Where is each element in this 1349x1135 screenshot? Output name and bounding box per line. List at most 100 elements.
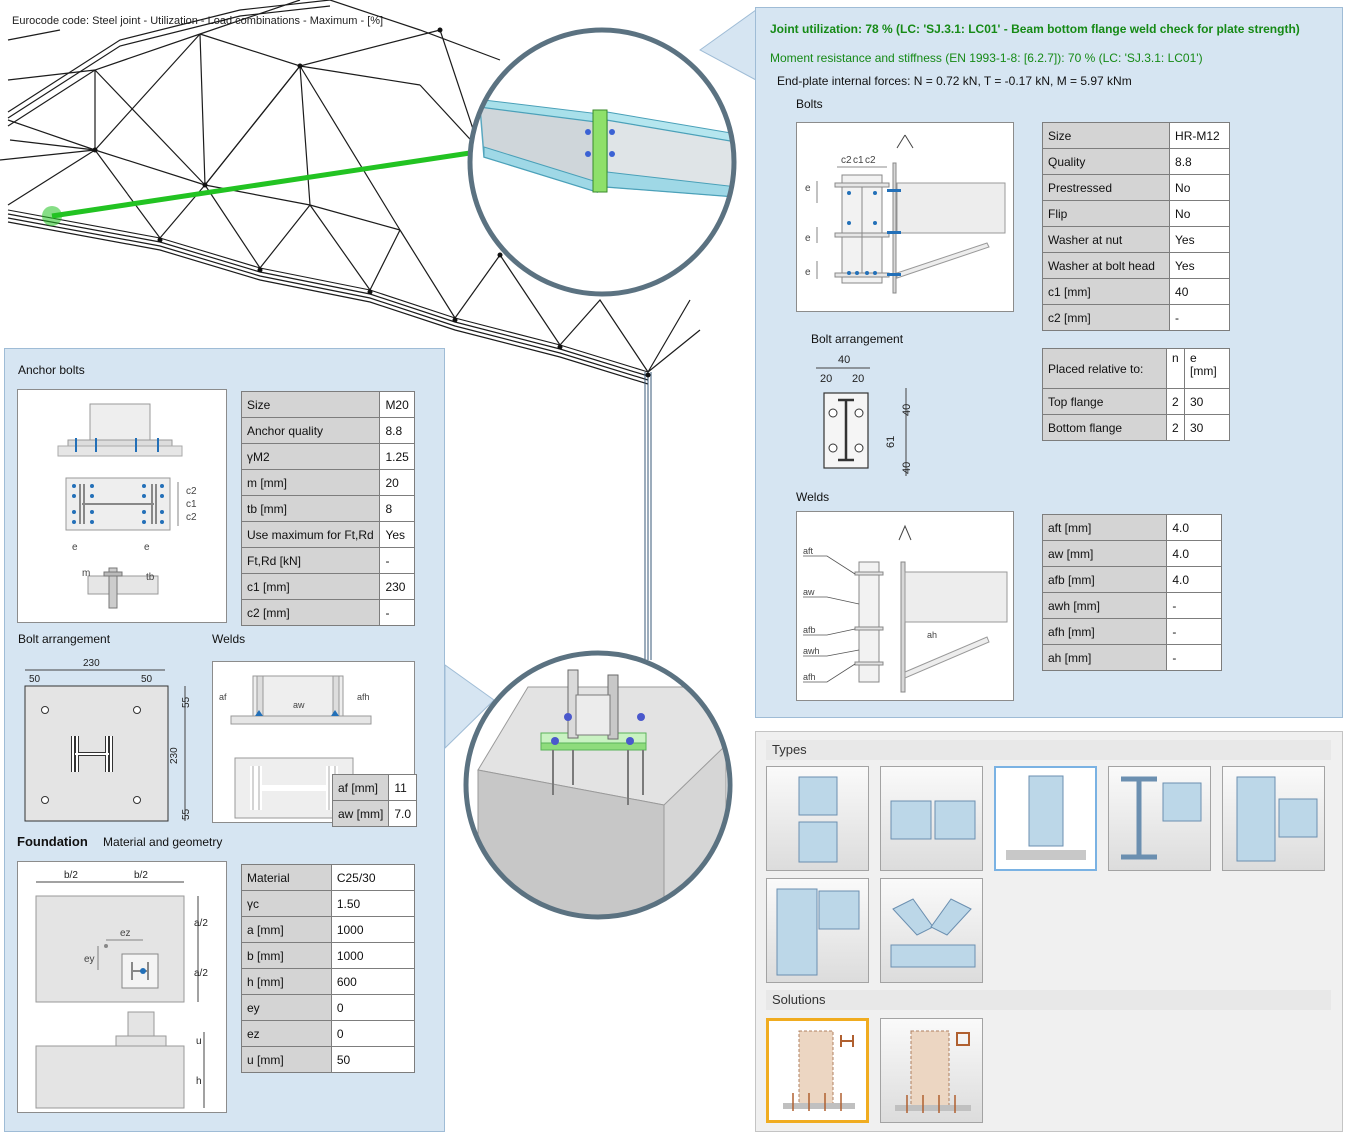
anchor-weld-dim-afh: afh xyxy=(357,692,370,702)
foundation-prop-value[interactable]: C25/30 xyxy=(330,864,416,891)
bolt-prop-value[interactable]: - xyxy=(1169,304,1230,331)
solution-tile-box-section[interactable] xyxy=(880,1018,983,1123)
anchor-dim-e-right: e xyxy=(144,542,150,553)
anchor-prop-row: Ft,Rd [kN]- xyxy=(240,547,415,574)
anchor-prop-value[interactable]: M20 xyxy=(379,391,415,418)
found-dim-a2-top: a/2 xyxy=(194,918,208,929)
bolt-prop-value[interactable]: 8.8 xyxy=(1169,148,1230,175)
anchor-prop-value[interactable]: - xyxy=(379,547,415,574)
foundation-prop-row: a [mm]1000 xyxy=(241,916,416,943)
joint-utilization-text: Joint utilization: 78 % (LC: 'SJ.3.1: LC… xyxy=(770,22,1300,36)
anchor-dim-c2-top: c2 xyxy=(186,486,197,497)
bolts-label: Bolts xyxy=(796,97,823,111)
arr-dim-50-left: 50 xyxy=(29,674,41,685)
weld-dim-aw: aw xyxy=(803,587,815,597)
arr-dim-50-right: 50 xyxy=(141,674,153,685)
e-header: e [mm] xyxy=(1184,348,1230,389)
type-tile-beam-to-column-flange[interactable] xyxy=(1108,766,1211,871)
weld-prop-value[interactable]: - xyxy=(1166,592,1222,619)
weld-prop-key: aft [mm] xyxy=(1041,514,1168,541)
anchor-prop-value[interactable]: Yes xyxy=(379,521,415,548)
found-dim-b2-right: b/2 xyxy=(134,870,148,881)
anchor-weld-prop-value[interactable]: 7.0 xyxy=(388,800,418,827)
anchor-dim-m: m xyxy=(82,568,90,579)
base-zoom-circle[interactable] xyxy=(458,645,738,925)
foundation-prop-value[interactable]: 1000 xyxy=(330,916,416,943)
anchor-bolts-label: Anchor bolts xyxy=(18,363,85,377)
anchor-dim-tb: tb xyxy=(146,572,155,583)
weld-prop-value[interactable]: 4.0 xyxy=(1166,514,1222,541)
foundation-prop-value[interactable]: 0 xyxy=(330,994,416,1021)
anchor-welds-label: Welds xyxy=(212,632,246,646)
dim-e-3: e xyxy=(805,267,811,278)
type-tile-column-splice[interactable] xyxy=(766,766,869,871)
anchor-prop-key: Ft,Rd [kN] xyxy=(240,547,381,574)
type-tile-beam-to-column-web[interactable] xyxy=(1222,766,1325,871)
bolt-prop-value[interactable]: HR-M12 xyxy=(1169,122,1230,149)
anchor-prop-value[interactable]: 230 xyxy=(379,573,415,600)
bolt-prop-value[interactable]: 40 xyxy=(1169,278,1230,305)
bolt-prop-key: Quality xyxy=(1041,148,1171,175)
solution-tile-i-section[interactable] xyxy=(766,1018,869,1123)
foundation-prop-key: a [mm] xyxy=(241,916,332,943)
bolt-prop-value[interactable]: Yes xyxy=(1169,226,1230,253)
placed-e[interactable]: 30 xyxy=(1184,388,1230,415)
anchor-bolts-drawing: c2 c1 c2 e e m tb xyxy=(17,389,227,623)
anchor-weld-dim-aw: aw xyxy=(293,700,305,710)
placed-header: Placed relative to: xyxy=(1042,348,1167,389)
foundation-prop-key: Material xyxy=(241,864,332,891)
placed-n[interactable]: 2 xyxy=(1166,388,1185,415)
foundation-prop-value[interactable]: 0 xyxy=(330,1020,416,1047)
placed-e[interactable]: 30 xyxy=(1184,414,1230,441)
bolt-arrangement-drawing: 40 20 20 40 61 40 xyxy=(816,354,913,476)
placed-n[interactable]: 2 xyxy=(1166,414,1185,441)
weld-prop-value[interactable]: - xyxy=(1166,644,1222,671)
dim-c2-second: c2 xyxy=(865,155,876,166)
anchor-prop-key: c2 [mm] xyxy=(240,599,381,626)
weld-prop-value[interactable]: 4.0 xyxy=(1166,540,1222,567)
foundation-prop-value[interactable]: 600 xyxy=(330,968,416,995)
type-tile-base-plate[interactable] xyxy=(994,766,1097,871)
bolt-prop-row: c2 [mm]- xyxy=(1041,304,1230,331)
joint-zoom-circle[interactable] xyxy=(462,22,742,302)
anchor-prop-value[interactable]: 20 xyxy=(379,469,415,496)
dim-40-bottom: 40 xyxy=(901,462,913,474)
bolt-prop-value[interactable]: No xyxy=(1169,200,1230,227)
bolt-prop-value[interactable]: Yes xyxy=(1169,252,1230,279)
foundation-prop-value[interactable]: 1.50 xyxy=(330,890,416,917)
anchor-prop-value[interactable]: 8 xyxy=(379,495,415,522)
bolt-prop-value[interactable]: No xyxy=(1169,174,1230,201)
anchor-weld-dim-af: af xyxy=(219,692,227,702)
anchor-weld-prop-key: af [mm] xyxy=(331,774,390,801)
anchor-prop-value[interactable]: - xyxy=(379,599,415,626)
anchor-prop-row: c1 [mm]230 xyxy=(240,573,415,600)
arr-dim-55-bottom: 55 xyxy=(181,808,192,820)
anchor-prop-value[interactable]: 8.8 xyxy=(379,417,415,444)
type-tile-beam-splice[interactable] xyxy=(880,766,983,871)
bolt-prop-key: Flip xyxy=(1041,200,1171,227)
dim-40-top: 40 xyxy=(901,404,913,416)
anchor-weld-prop-value[interactable]: 11 xyxy=(388,774,418,801)
type-tile-knee[interactable] xyxy=(766,878,869,983)
foundation-prop-value[interactable]: 50 xyxy=(330,1046,416,1073)
weld-prop-value[interactable]: - xyxy=(1166,618,1222,645)
anchor-prop-value[interactable]: 1.25 xyxy=(379,443,415,470)
type-tile-apex[interactable] xyxy=(880,878,983,983)
weld-prop-value[interactable]: 4.0 xyxy=(1166,566,1222,593)
foundation-prop-value[interactable]: 1000 xyxy=(330,942,416,969)
dim-20-right: 20 xyxy=(852,373,864,385)
